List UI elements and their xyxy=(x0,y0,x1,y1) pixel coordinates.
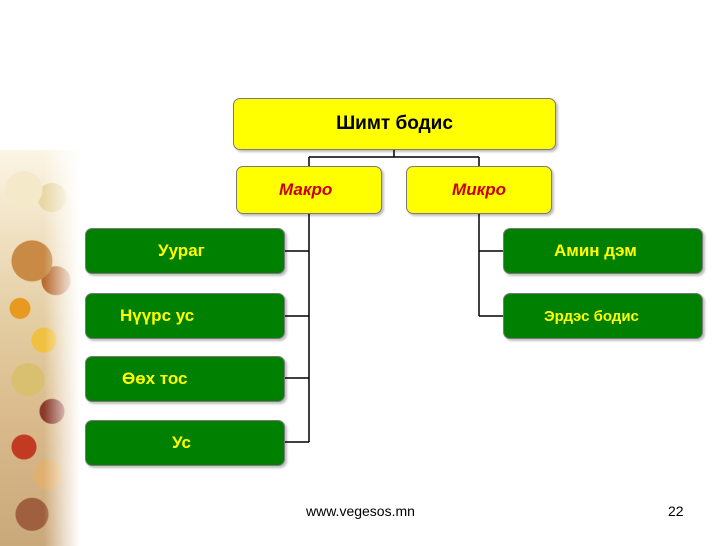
vitamin-node-label: Амин дэм xyxy=(554,241,637,260)
food-photo-collage xyxy=(0,150,80,546)
root-node-label: Шимт бодис xyxy=(336,113,453,134)
root-node: Шимт бодис xyxy=(233,98,556,150)
carbohydrate-node: Нүүрс ус xyxy=(85,293,285,339)
fat-node-label: Өөх тос xyxy=(122,369,188,388)
water-node: Ус xyxy=(85,420,285,466)
macro-node-label: Макро xyxy=(279,180,333,199)
mineral-node-label: Эрдэс бодис xyxy=(544,307,639,325)
protein-node: Уураг xyxy=(85,228,285,274)
carbohydrate-node-label: Нүүрс ус xyxy=(120,306,195,325)
micro-node-label: Микро xyxy=(452,180,506,199)
micro-node: Микро xyxy=(406,166,552,214)
footer-url: www.vegesos.mn xyxy=(306,503,415,519)
mineral-node: Эрдэс бодис xyxy=(503,293,703,339)
water-node-label: Ус xyxy=(172,433,191,452)
fat-node: Өөх тос xyxy=(85,356,285,402)
vitamin-node: Амин дэм xyxy=(503,228,703,274)
protein-node-label: Уураг xyxy=(158,241,205,260)
macro-node: Макро xyxy=(236,166,382,214)
page-number: 22 xyxy=(668,503,684,519)
